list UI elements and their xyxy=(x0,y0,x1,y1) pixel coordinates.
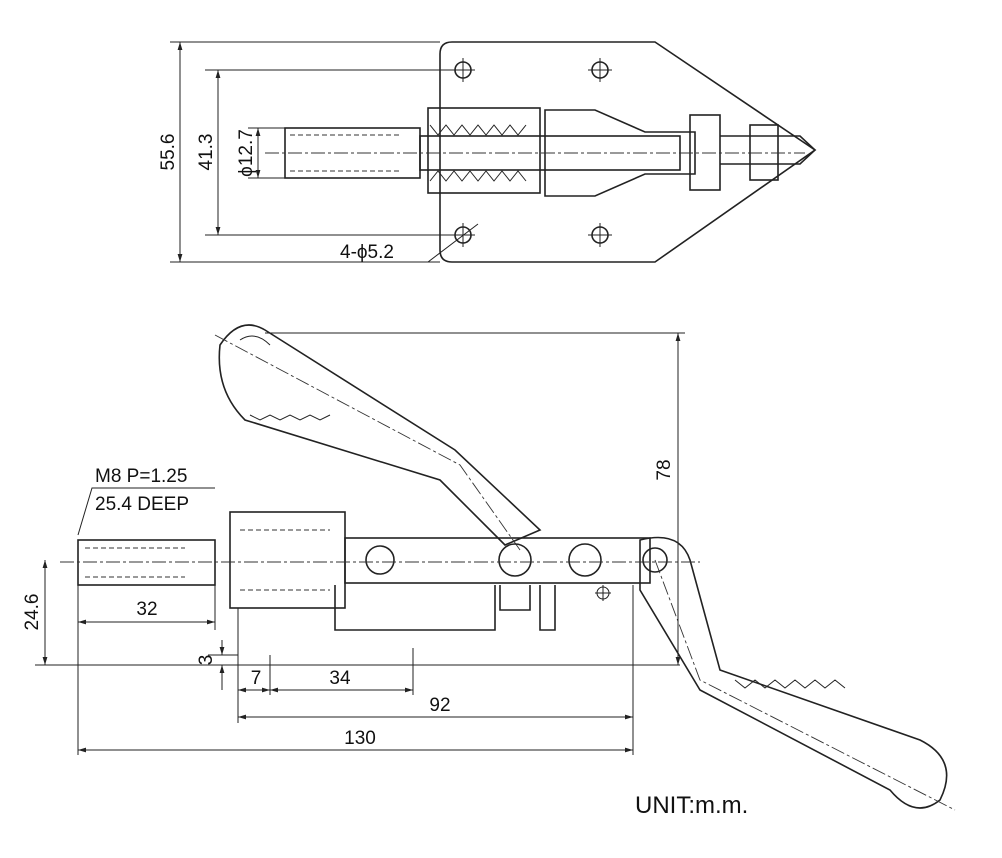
threaded-plunger xyxy=(77,539,216,586)
dim-hole-spacing: 41.3 xyxy=(196,134,217,171)
side-guide-block xyxy=(229,511,346,609)
side-view: M8 P=1.25 25.4 DEEP 78 24.6 32 3 7 34 92… xyxy=(22,324,956,811)
dim-offset: 3 xyxy=(196,655,217,666)
thread-spec: M8 P=1.25 xyxy=(95,466,187,487)
dim-92: 92 xyxy=(429,695,450,716)
dim-34: 34 xyxy=(329,668,351,689)
handle-upper xyxy=(218,324,542,546)
dim-7: 7 xyxy=(251,668,262,689)
dim-base-height: 24.6 xyxy=(22,594,43,631)
thread-depth: 25.4 DEEP xyxy=(95,494,189,515)
top-view: 55.6 41.3 ϕ12.7 4-ϕ5.2 xyxy=(158,41,817,263)
dim-overall-height: 55.6 xyxy=(158,134,179,171)
unit-label: UNIT:m.m. xyxy=(635,792,748,819)
dim-height: 78 xyxy=(654,459,675,480)
mounting-holes xyxy=(451,58,612,247)
dim-130: 130 xyxy=(344,728,376,749)
dim-plunger-dia: ϕ12.7 xyxy=(236,129,257,177)
dim-thread-len: 32 xyxy=(136,599,157,620)
dim-mount-holes: 4-ϕ5.2 xyxy=(340,242,394,263)
handle-lower xyxy=(639,536,948,809)
guide-block xyxy=(427,107,541,194)
base-plate xyxy=(439,41,817,263)
